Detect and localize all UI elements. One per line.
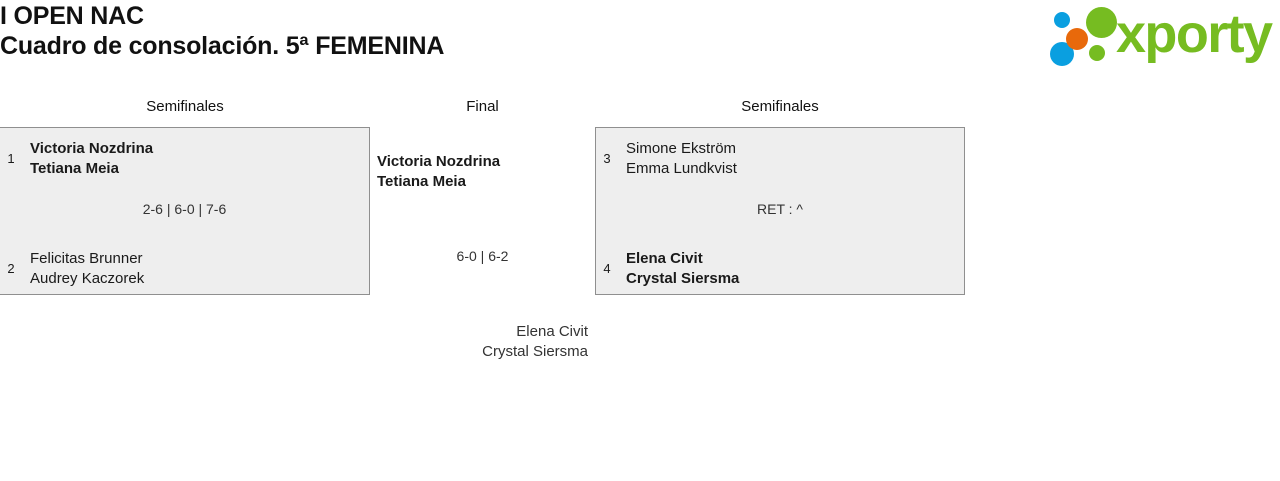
final-score: 6-0 | 6-2 xyxy=(456,248,509,264)
team-names: Victoria Nozdrina Tetiana Meia xyxy=(30,139,153,178)
player-name-2: Emma Lundkvist xyxy=(626,159,737,177)
team-seed-4[interactable]: 4 Elena Civit Crystal Siersma xyxy=(596,249,739,288)
player-name-1: Victoria Nozdrina xyxy=(377,153,501,170)
player-name-2: Tetiana Meia xyxy=(377,172,466,190)
final-runner-up-names: Elena Civit Crystal Siersma xyxy=(370,322,588,361)
match-semifinal-left[interactable]: 1 Victoria Nozdrina Tetiana Meia 2-6 | 6… xyxy=(0,127,370,295)
tournament-name: I OPEN NAC xyxy=(0,2,144,30)
round-header-final: Final xyxy=(466,98,499,115)
logo-dot-green-small xyxy=(1089,45,1105,61)
team-names: Felicitas Brunner Audrey Kaczorek xyxy=(30,249,144,288)
tournament-title-block: I OPEN NAC Cuadro de consolación. 5ª FEM… xyxy=(0,2,444,61)
player-name-1: Victoria Nozdrina xyxy=(30,140,154,157)
xporty-logo[interactable]: xporty xyxy=(1048,4,1276,68)
seed-number: 3 xyxy=(603,151,611,166)
round-header-semifinal-left: Semifinales xyxy=(146,98,224,115)
logo-dot-green-large xyxy=(1086,7,1117,38)
team-names: Elena Civit Crystal Siersma xyxy=(626,249,739,288)
logo-dot-orange xyxy=(1066,28,1088,50)
round-header-semifinal-right: Semifinales xyxy=(741,98,819,115)
player-name-2: Crystal Siersma xyxy=(626,269,740,287)
logo-dot-blue-small xyxy=(1054,12,1070,28)
final-winner-names: Victoria Nozdrina Tetiana Meia xyxy=(377,152,500,191)
seed-number: 1 xyxy=(7,151,15,166)
player-name-1: Simone Ekström xyxy=(626,140,737,157)
player-name-1: Elena Civit xyxy=(516,323,588,340)
player-name-2: Tetiana Meia xyxy=(30,159,119,177)
team-seed-3[interactable]: 3 Simone Ekström Emma Lundkvist xyxy=(596,139,737,178)
team-seed-1[interactable]: 1 Victoria Nozdrina Tetiana Meia xyxy=(0,139,153,178)
player-name-1: Elena Civit xyxy=(626,250,703,267)
player-name-1: Felicitas Brunner xyxy=(30,250,143,267)
team-seed-2[interactable]: 2 Felicitas Brunner Audrey Kaczorek xyxy=(0,249,144,288)
match-semifinal-right[interactable]: 3 Simone Ekström Emma Lundkvist RET : ^ … xyxy=(595,127,965,295)
logo-wordmark: xporty xyxy=(1116,4,1273,64)
player-name-2: Crystal Siersma xyxy=(482,342,588,360)
match-score: RET : ^ xyxy=(757,201,803,217)
page-header: I OPEN NAC Cuadro de consolación. 5ª FEM… xyxy=(0,0,1280,80)
player-name-2: Audrey Kaczorek xyxy=(30,269,145,287)
match-score: 2-6 | 6-0 | 7-6 xyxy=(142,201,227,217)
seed-number: 2 xyxy=(7,261,15,276)
logo-dots-icon xyxy=(1048,4,1120,66)
team-names: Simone Ekström Emma Lundkvist xyxy=(626,139,737,178)
seed-number: 4 xyxy=(603,261,611,276)
bracket-subtitle: Cuadro de consolación. 5ª FEMENINA xyxy=(0,31,445,60)
